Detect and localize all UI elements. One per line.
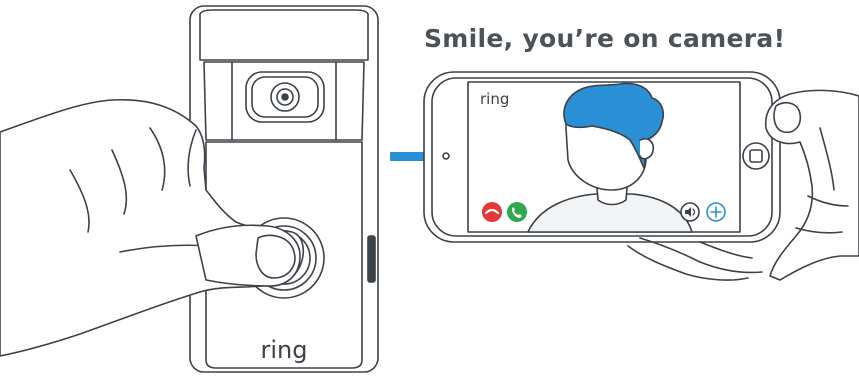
decline-call-button[interactable] bbox=[482, 202, 502, 222]
doorbell-brand-label: ring bbox=[261, 336, 308, 364]
app-logo: ring bbox=[480, 90, 509, 108]
doorbell-device: ring bbox=[190, 6, 378, 372]
side-port bbox=[368, 236, 375, 282]
fingernail bbox=[256, 235, 295, 278]
thumbnail bbox=[774, 103, 800, 133]
doorbell-body bbox=[190, 6, 378, 372]
home-button bbox=[743, 143, 769, 169]
headline: Smile, you’re on camera! bbox=[424, 24, 844, 53]
accept-call-button[interactable] bbox=[507, 202, 527, 222]
